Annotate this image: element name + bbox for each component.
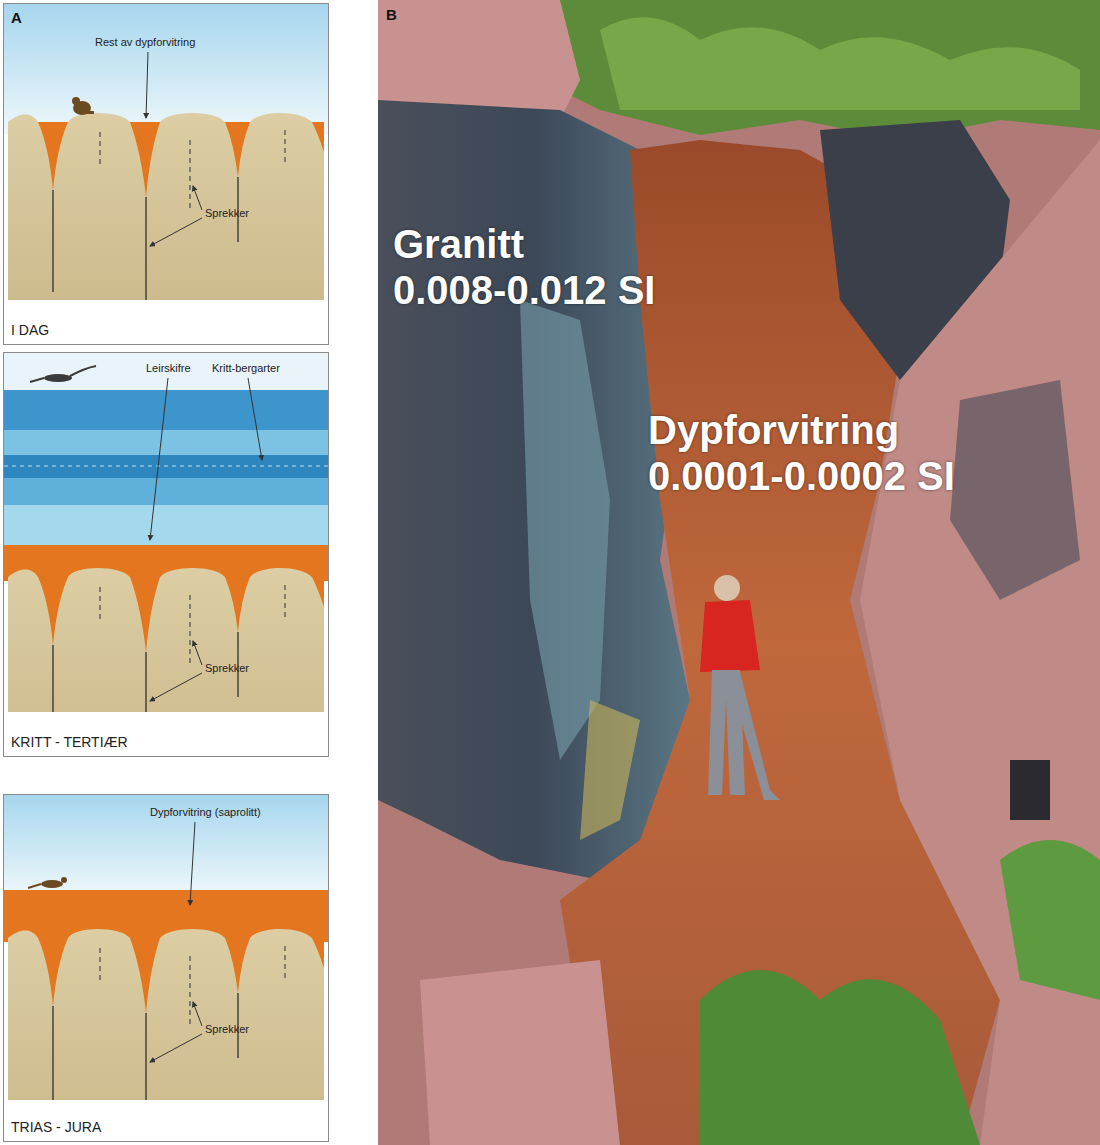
foliage — [560, 0, 1100, 140]
callout-label: Sprekker — [205, 207, 249, 220]
cretaceous-section — [4, 353, 328, 712]
period-panel: TRIAS - JURA — [3, 794, 329, 1142]
callout-label: Sprekker — [205, 1023, 249, 1036]
rock-label: Dypforvitring — [648, 408, 899, 452]
callout-label: Rest av dypforvitring — [95, 36, 195, 49]
period-panel: KRITT - TERTIÆR — [3, 352, 329, 757]
callout-label: Dypforvitring (saprolitt) — [150, 806, 261, 819]
foliage — [1000, 840, 1100, 1000]
dark-hole — [1010, 760, 1050, 820]
leader-lines — [150, 378, 262, 701]
outcrop-photo — [378, 0, 1100, 1145]
panel-letter: A — [11, 9, 22, 26]
period-panel: I DAG — [3, 3, 329, 345]
rock-value: 0.0001-0.0002 SI — [648, 454, 955, 498]
today-section — [4, 4, 328, 300]
leader-lines — [146, 52, 202, 246]
animal-icon — [72, 97, 94, 115]
reptile-icon — [30, 366, 96, 382]
foliage — [700, 970, 980, 1145]
dark-rock — [950, 380, 1080, 600]
foliage — [600, 17, 1080, 110]
person — [700, 575, 780, 800]
rock-value: 0.008-0.012 SI — [393, 268, 655, 312]
animal-icon — [28, 877, 67, 888]
period-caption: KRITT - TERTIÆR — [11, 734, 128, 750]
leader-lines — [150, 822, 202, 1062]
panel-letter: B — [386, 6, 397, 23]
granite-highlight — [580, 700, 640, 840]
callout-label: Leirskifre — [146, 362, 191, 375]
period-caption: TRIAS - JURA — [11, 1119, 101, 1135]
period-caption: I DAG — [11, 322, 49, 338]
triassic-section — [4, 795, 328, 1100]
callout-label: Sprekker — [205, 662, 249, 675]
callout-label: Kritt-bergarter — [212, 362, 280, 375]
granite-highlight — [520, 300, 610, 760]
rock-label: Granitt — [393, 222, 524, 266]
granite-block — [420, 960, 620, 1145]
